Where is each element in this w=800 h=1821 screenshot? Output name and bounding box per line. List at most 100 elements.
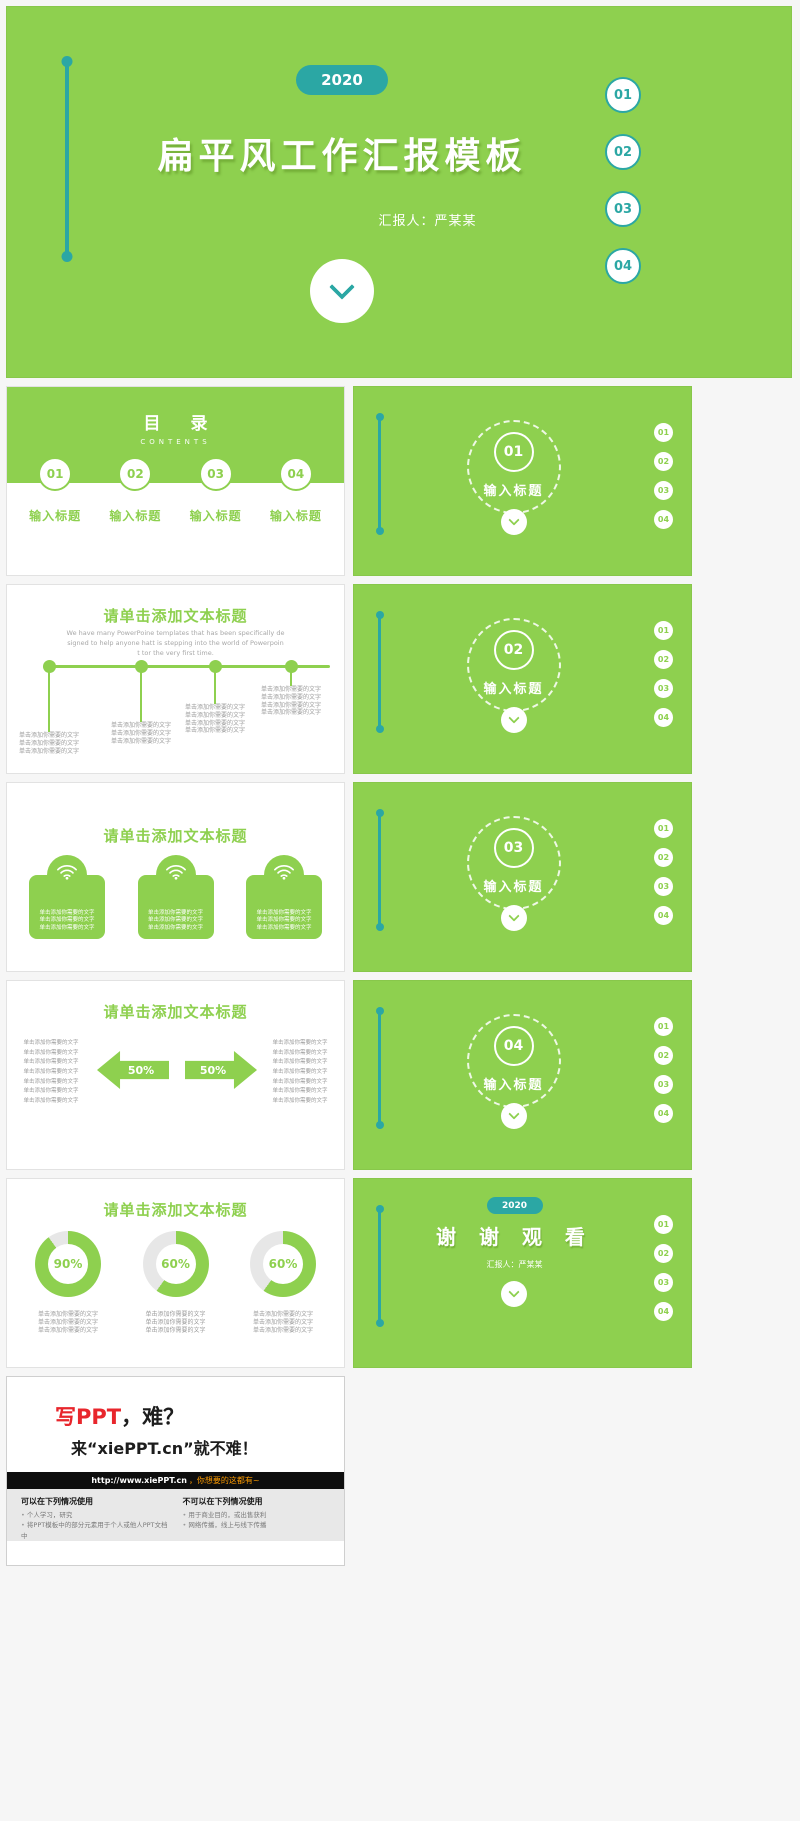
section-title: 输入标题 — [483, 1078, 544, 1093]
usage-item: 将PPT模板中的部分元素用于个人或他人PPT文档中 — [21, 1520, 169, 1541]
timeline-entry-text: 单击添加你需要的文字 单击添加你需要的文字 单击添加你需要的文字 单击添加你需要… — [260, 686, 321, 717]
usage-denied: 不可以在下列情况使用 用于商业目的，或出售获利 网络传播，线上与线下传播 — [183, 1496, 331, 1534]
section-slide-03: 03 输入标题 01 02 03 04 — [353, 782, 692, 972]
donut-chart: 60% 单击添加你需要的文字 单击添加你需要的文字 单击添加你需要的文字 — [129, 1231, 223, 1334]
timeline-stem — [214, 668, 216, 704]
decor-vertical-line — [378, 1209, 381, 1323]
page-number: 03 — [654, 1075, 673, 1094]
cover-slide: 2020 扁平风工作汇报模板 汇报人：严某某 01 02 03 04 — [6, 6, 792, 378]
section-title: 输入标题 — [483, 880, 544, 895]
usage-denied-title: 不可以在下列情况使用 — [182, 1497, 263, 1506]
usage-allowed: 可以在下列情况使用 个人学习，研究 将PPT模板中的部分元素用于个人或他人PPT… — [21, 1496, 169, 1540]
decor-vertical-line — [378, 813, 381, 927]
page-number: 02 — [654, 452, 673, 471]
section-number: 04 — [493, 1026, 534, 1066]
wifi-icon — [155, 855, 196, 895]
donut-ring: 90% — [35, 1231, 101, 1297]
headline-rest: ，难？ — [121, 1405, 185, 1429]
timeline-stem — [48, 668, 50, 732]
page-number: 03 — [654, 877, 673, 896]
donut-ring: 60% — [250, 1231, 316, 1297]
number-circle: 01 — [605, 77, 641, 113]
wifi-box-row: 单击添加你需要的文字 单击添加你需要的文字 单击添加你需要的文字 单击添加你需要… — [29, 855, 322, 939]
page-number: 01 — [654, 1215, 673, 1234]
usage-terms-panel: 可以在下列情况使用 个人学习，研究 将PPT模板中的部分元素用于个人或他人PPT… — [7, 1489, 344, 1541]
donut-charts-slide: 请单击添加文本标题 90% 单击添加你需要的文字 单击添加你需要的文字 单击添加… — [6, 1178, 345, 1368]
section-number: 03 — [493, 828, 534, 868]
toc-item-label: 输入标题 — [29, 509, 82, 523]
page-number: 01 — [654, 1017, 673, 1036]
number-circle: 01 — [38, 457, 73, 491]
decor-vertical-line — [378, 615, 381, 729]
brand-text: 写PPT — [55, 1405, 122, 1429]
empty-area — [353, 1376, 692, 1566]
decor-vertical-line — [378, 417, 381, 531]
usage-item: 用于商业目的，或出售获利 — [183, 1510, 331, 1520]
slide-title: 请单击添加文本标题 — [103, 607, 248, 625]
brand-domain: “xiePPT.cn” — [87, 1439, 194, 1458]
number-circle: 03 — [198, 457, 233, 491]
section-slide-04: 04 输入标题 01 02 03 04 — [353, 980, 692, 1170]
promo-headline: 写PPT，难？ — [55, 1401, 184, 1431]
toc-slide: 目 录 CONTENTS 01 输入标题 02 输入标题 03 输入标题 04 — [6, 386, 345, 576]
chevron-down-icon — [310, 259, 374, 323]
timeline-dot — [209, 660, 222, 673]
page-number-list: 01 02 03 04 — [654, 423, 673, 529]
promo-url[interactable]: http://www.xiePPT.cn — [91, 1476, 187, 1485]
arrows-slide: 请单击添加文本标题 单击添加你需要的文字 单击添加你需要的文字 单击添加你需要的… — [6, 980, 345, 1170]
subline-prefix: 来 — [71, 1439, 88, 1458]
cover-presenter: 汇报人：严某某 — [378, 214, 477, 229]
template-preview-page: 2020 扁平风工作汇报模板 汇报人：严某某 01 02 03 04 目 录 C… — [0, 0, 800, 1572]
usage-allowed-title: 可以在下列情况使用 — [21, 1497, 93, 1506]
toc-item: 03 输入标题 — [180, 457, 252, 524]
page-number: 04 — [654, 1302, 673, 1321]
intro-text: We have many PowerPoine templates that h… — [66, 629, 285, 657]
chevron-down-icon — [500, 509, 527, 535]
thanks-title: 谢 谢 观 看 — [436, 1225, 593, 1249]
page-number: 02 — [654, 1046, 673, 1065]
slide-title: 请单击添加文本标题 — [103, 1201, 248, 1219]
section-slide-02: 02 输入标题 01 02 03 04 — [353, 584, 692, 774]
wifi-boxes-slide: 请单击添加文本标题 单击添加你需要的文字 单击添加你需要的文字 单击添加你需要的… — [6, 782, 345, 972]
section-number: 02 — [493, 630, 534, 670]
usage-item: 个人学习，研究 — [21, 1510, 169, 1520]
number-circle: 03 — [605, 191, 641, 227]
slide-grid: 目 录 CONTENTS 01 输入标题 02 输入标题 03 输入标题 04 — [6, 386, 692, 1566]
page-number: 04 — [654, 1104, 673, 1123]
wifi-box: 单击添加你需要的文字 单击添加你需要的文字 单击添加你需要的文字 — [29, 855, 105, 939]
slide-title: 请单击添加文本标题 — [103, 827, 248, 845]
timeline-stem — [290, 668, 292, 686]
page-number: 02 — [654, 1244, 673, 1263]
donut-caption: 单击添加你需要的文字 单击添加你需要的文字 单击添加你需要的文字 — [37, 1311, 98, 1334]
wifi-box-text: 单击添加你需要的文字 单击添加你需要的文字 单击添加你需要的文字 — [256, 909, 312, 931]
thanks-slide: 2020 谢 谢 观 看 汇报人：严某某 01 02 03 04 — [353, 1178, 692, 1368]
chevron-down-icon — [500, 707, 527, 733]
section-title: 输入标题 — [483, 484, 544, 499]
toc-item: 01 输入标题 — [19, 457, 91, 524]
wifi-box-text: 单击添加你需要的文字 单击添加你需要的文字 单击添加你需要的文字 — [147, 909, 203, 931]
wifi-icon — [47, 855, 87, 895]
page-number: 03 — [654, 481, 673, 500]
timeline-entry-text: 单击添加你需要的文字 单击添加你需要的文字 单击添加你需要的文字 — [18, 732, 79, 755]
body-text-left: 单击添加你需要的文字 单击添加你需要的文字 单击添加你需要的文字 单击添加你需要… — [23, 1040, 79, 1104]
number-circle: 02 — [605, 134, 641, 170]
timeline-dot — [135, 660, 148, 673]
timeline-entry-text: 单击添加你需要的文字 单击添加你需要的文字 单击添加你需要的文字 — [110, 722, 171, 745]
page-number: 01 — [654, 819, 673, 838]
toc-item-list: 01 输入标题 02 输入标题 03 输入标题 04 输入标题 — [15, 457, 336, 524]
toc-item-label: 输入标题 — [269, 509, 322, 523]
usage-item: 网络传播，线上与线下传播 — [183, 1520, 331, 1530]
promo-tagline: ，你想要的这都有~ — [188, 1476, 260, 1485]
page-number: 02 — [654, 650, 673, 669]
number-circle: 02 — [118, 457, 153, 491]
number-circle: 04 — [605, 248, 641, 284]
toc-item-label: 输入标题 — [189, 509, 242, 523]
promo-subline: 来“xiePPT.cn”就不难！ — [71, 1435, 258, 1459]
body-text-right: 单击添加你需要的文字 单击添加你需要的文字 单击添加你需要的文字 单击添加你需要… — [272, 1040, 328, 1104]
toc-item: 02 输入标题 — [99, 457, 171, 524]
page-number: 03 — [654, 1273, 673, 1292]
arrow-right: 50% — [185, 1051, 257, 1089]
page-number: 04 — [654, 708, 673, 727]
page-number: 04 — [654, 510, 673, 529]
decor-vertical-line — [65, 61, 69, 257]
